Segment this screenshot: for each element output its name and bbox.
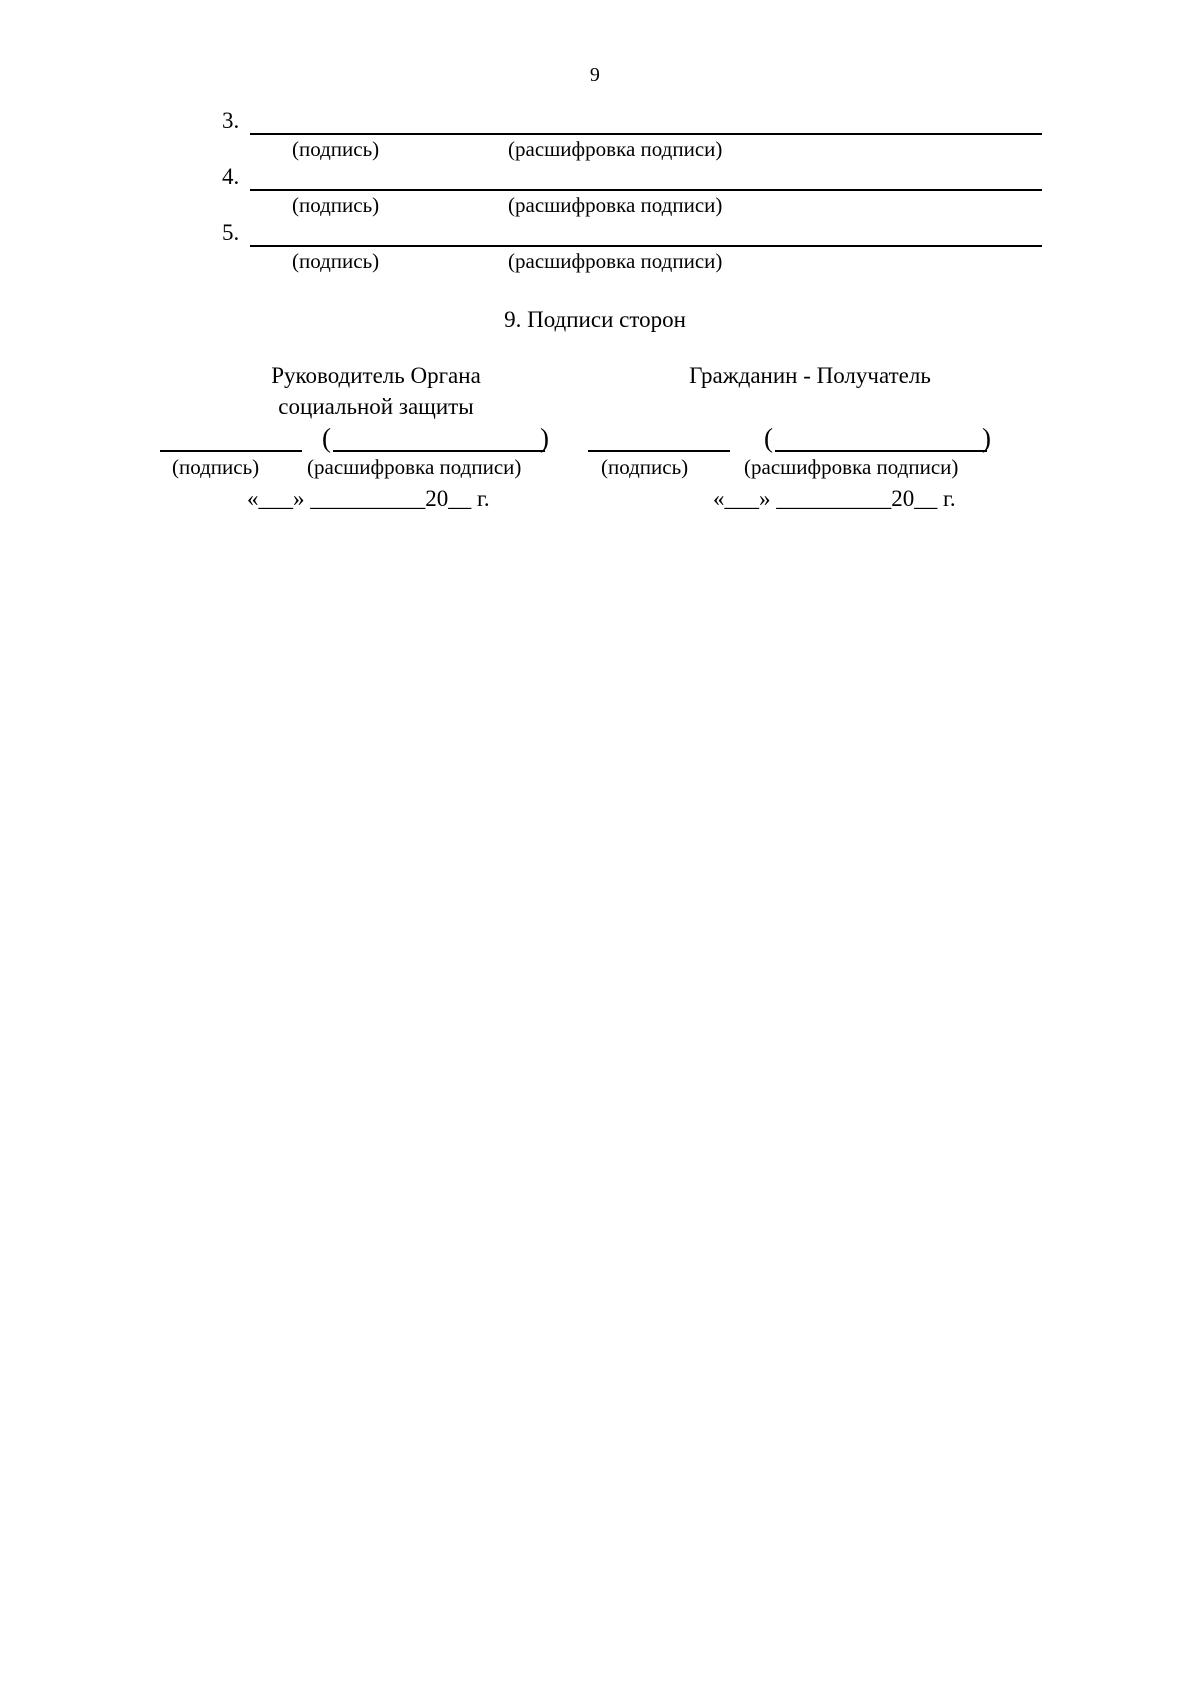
signature-caption: (подпись) xyxy=(292,193,380,217)
caption-right-signature: (подпись) xyxy=(601,455,689,479)
signature-caption: (подпись) xyxy=(292,137,380,161)
page-number: 9 xyxy=(0,62,1200,88)
signature-rule-right-name xyxy=(775,450,987,452)
caption-right-name: (расшифровка подписи) xyxy=(744,455,959,479)
name-caption: (расшифровка подписи) xyxy=(508,249,723,273)
list-item-number: 3. xyxy=(222,108,240,133)
section-heading: 9. Подписи сторон xyxy=(0,305,1200,335)
name-caption: (расшифровка подписи) xyxy=(508,137,723,161)
party-left-line1: Руководитель Органа xyxy=(271,363,481,388)
signature-rules-area: ( ) ( ) xyxy=(0,423,1200,482)
parties-block: Руководитель Органа социальной защиты Гр… xyxy=(0,360,1200,420)
caption-left-signature: (подпись) xyxy=(172,455,260,479)
name-caption: (расшифровка подписи) xyxy=(508,193,723,217)
page-number-value: 9 xyxy=(589,64,601,86)
paren-close-right: ) xyxy=(982,423,991,453)
signature-captions: (подпись) (расшифровка подписи) xyxy=(250,191,1070,219)
list-item-number: 5. xyxy=(222,220,240,245)
paren-close-left: ) xyxy=(540,423,549,453)
date-line-right: «___» __________20__ г. xyxy=(713,486,956,511)
signature-caption-row: (подпись) (расшифровка подписи) (подпись… xyxy=(0,452,1200,482)
party-right-line1: Гражданин - Получатель xyxy=(689,363,931,388)
signature-rule-left-signature xyxy=(160,450,302,452)
party-left-line2: социальной защиты xyxy=(278,394,474,419)
party-title-right: Гражданин - Получатель xyxy=(640,360,980,391)
party-title-left: Руководитель Органа социальной защиты xyxy=(216,360,536,422)
signature-rule-right-signature xyxy=(588,450,730,452)
date-line-left: «___» __________20__ г. xyxy=(247,486,490,511)
numbered-signature-list: 3. (подпись) (расшифровка подписи) 4. (п… xyxy=(222,108,1042,276)
paren-open-left: ( xyxy=(322,423,331,453)
signature-list-item: 3. (подпись) (расшифровка подписи) xyxy=(222,108,1042,164)
signature-captions: (подпись) (расшифровка подписи) xyxy=(250,135,1070,163)
caption-left-name: (расшифровка подписи) xyxy=(307,455,522,479)
date-row: «___» __________20__ г. «___» __________… xyxy=(0,482,1200,516)
signature-rule-left-name xyxy=(333,450,545,452)
section-heading-text: 9. Подписи сторон xyxy=(504,307,686,332)
signature-list-item: 4. (подпись) (расшифровка подписи) xyxy=(222,164,1042,220)
signature-list-item: 5. (подпись) (расшифровка подписи) xyxy=(222,220,1042,276)
list-item-number: 4. xyxy=(222,164,240,189)
paren-open-right: ( xyxy=(764,423,773,453)
signature-rule xyxy=(250,133,1042,135)
signature-rule xyxy=(250,245,1042,247)
signature-rule xyxy=(250,189,1042,191)
signature-captions: (подпись) (расшифровка подписи) xyxy=(250,247,1070,275)
signature-caption: (подпись) xyxy=(292,249,380,273)
